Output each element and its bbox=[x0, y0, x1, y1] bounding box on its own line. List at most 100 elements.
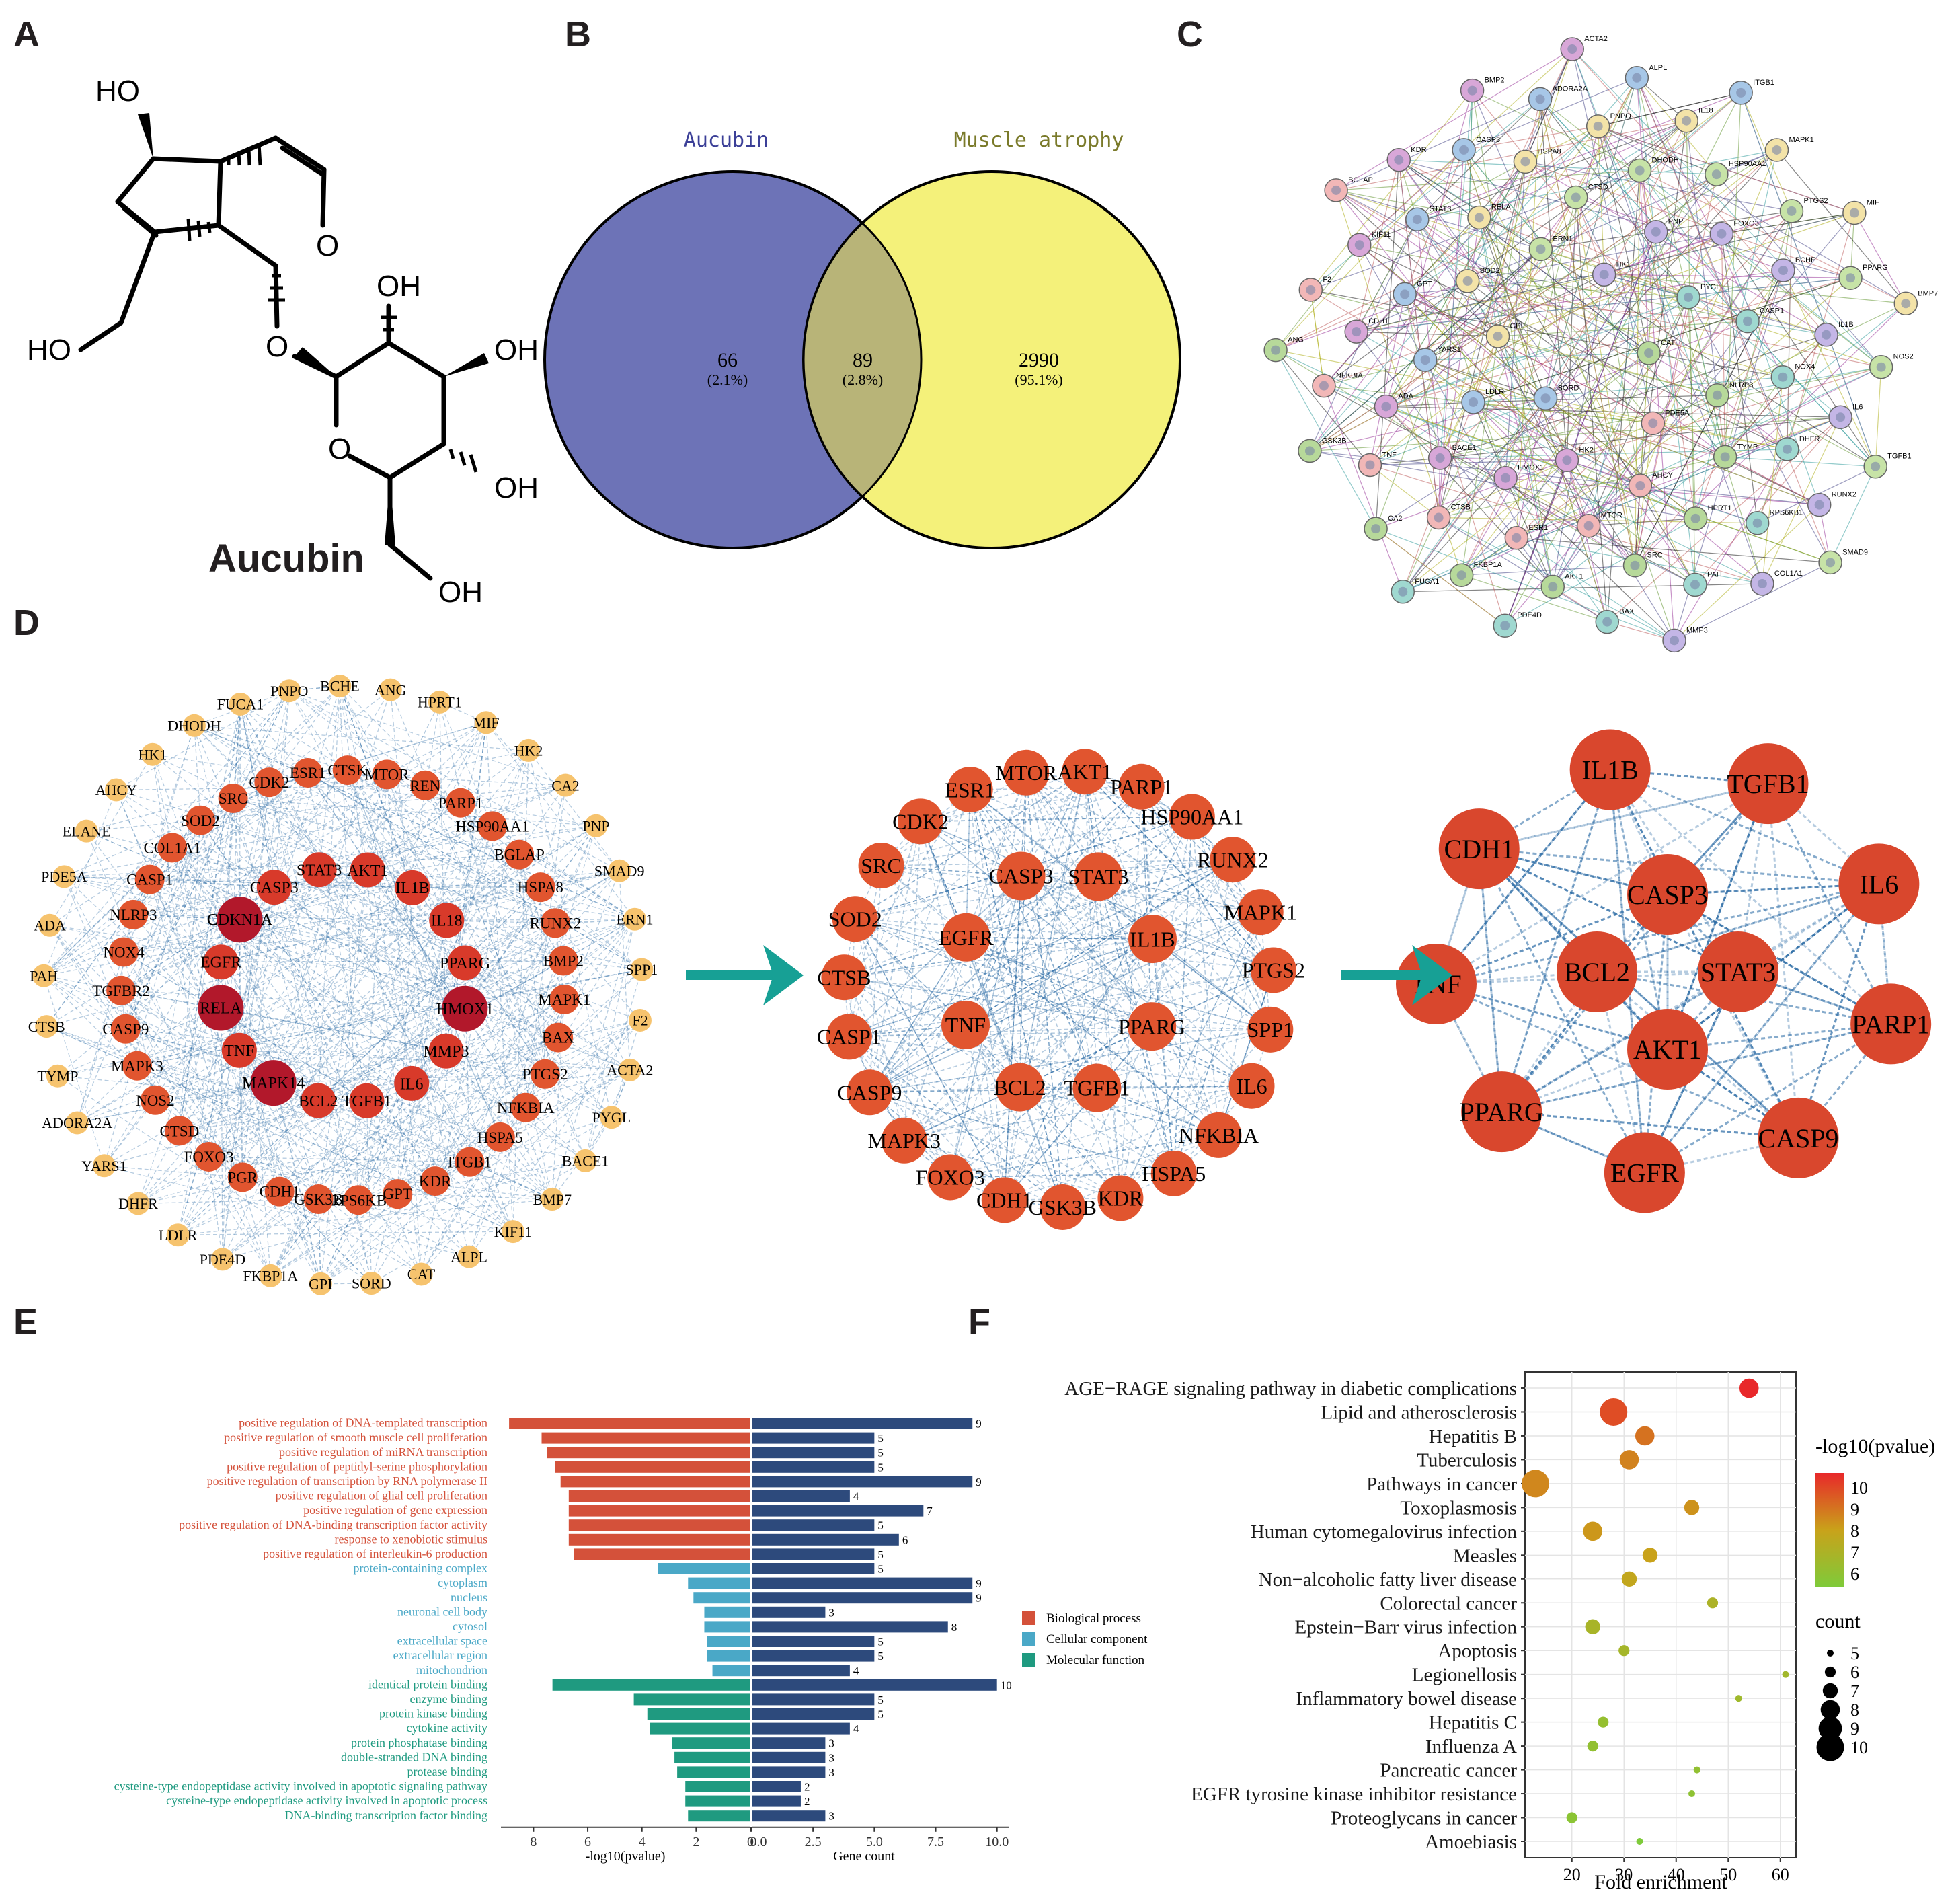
network-edge bbox=[446, 919, 546, 1075]
network-edge bbox=[965, 1024, 1122, 1198]
string-node-structure bbox=[1682, 116, 1692, 126]
network-edge bbox=[240, 703, 541, 888]
network-edge bbox=[869, 1092, 1005, 1201]
network-node bbox=[92, 1154, 116, 1178]
panel-label-a: A bbox=[13, 14, 40, 54]
network-edge bbox=[950, 1173, 1174, 1178]
network-node-label: MMP3 bbox=[423, 1043, 469, 1061]
string-edge bbox=[1776, 149, 1906, 304]
network-edge bbox=[950, 1135, 1219, 1178]
network-edge bbox=[222, 919, 635, 1260]
venn-overlap bbox=[802, 221, 923, 498]
string-node-structure bbox=[1871, 461, 1881, 471]
network-edge bbox=[1020, 875, 1220, 1136]
network-node bbox=[628, 1008, 652, 1032]
network-node-label: RUNX2 bbox=[530, 915, 582, 931]
string-edge bbox=[1674, 562, 1831, 641]
string-node-structure bbox=[1352, 327, 1362, 337]
network-edge bbox=[869, 786, 1142, 1093]
string-node-label: KIF11 bbox=[1372, 231, 1391, 239]
network-edge bbox=[320, 999, 565, 1285]
network-node bbox=[858, 843, 904, 889]
network-node bbox=[229, 692, 252, 716]
network-edge bbox=[133, 914, 555, 924]
network-node-label: HSPA5 bbox=[477, 1129, 523, 1146]
network-edge bbox=[132, 772, 309, 915]
network-edge bbox=[446, 825, 596, 921]
string-edge bbox=[1370, 402, 1474, 465]
venn-label-right: Muscle atrophy bbox=[954, 128, 1124, 152]
network-edge bbox=[1098, 876, 1261, 913]
go-term-label: cytoplasm bbox=[438, 1576, 487, 1589]
network-edge bbox=[149, 878, 274, 888]
go-bar-count bbox=[752, 1519, 875, 1531]
string-edge bbox=[1323, 385, 1403, 593]
string-edge bbox=[1875, 367, 1882, 467]
pathway-bubble bbox=[1684, 1500, 1700, 1515]
network-edge bbox=[1084, 771, 1122, 1198]
network-edge bbox=[1021, 875, 1271, 1030]
network-node-label: BCHE bbox=[320, 678, 360, 695]
network-edge bbox=[1025, 772, 1175, 1174]
network-edge bbox=[1020, 876, 1098, 1088]
network-edge bbox=[849, 859, 1233, 1038]
network-edge bbox=[904, 859, 1233, 1141]
network-edge bbox=[123, 952, 367, 1102]
network-edge bbox=[318, 685, 341, 870]
venn-pct-overlap: (2.8%) bbox=[843, 371, 883, 388]
network-node-label: EGFR bbox=[939, 925, 994, 950]
x-tick-label: 10.0 bbox=[985, 1835, 1009, 1850]
string-edge bbox=[1356, 331, 1498, 337]
network-edge bbox=[307, 772, 526, 1108]
panel-label-e: E bbox=[13, 1302, 38, 1342]
string-edge bbox=[1721, 233, 1726, 457]
string-edge bbox=[1505, 478, 1608, 623]
network-edge bbox=[1173, 911, 1261, 1174]
go-count-label: 9 bbox=[976, 1592, 982, 1605]
pathway-label: Influenza A bbox=[1425, 1736, 1517, 1757]
network-node bbox=[372, 759, 402, 790]
string-edge bbox=[1386, 406, 1831, 563]
network-edge bbox=[1436, 893, 1668, 985]
network-edge bbox=[358, 919, 635, 1201]
string-node-label: KDR bbox=[1411, 146, 1426, 154]
network-edge bbox=[116, 789, 465, 1010]
pathway-bubble bbox=[1566, 1812, 1577, 1823]
x-tick-label: 0.0 bbox=[750, 1835, 767, 1850]
x-tick-label: 6 bbox=[584, 1835, 591, 1850]
network-edge bbox=[869, 1092, 1121, 1199]
network-edge bbox=[849, 821, 921, 1037]
atom-label: OH bbox=[494, 334, 539, 367]
network-edge bbox=[233, 798, 635, 920]
network-edge bbox=[179, 782, 270, 1131]
network-node-label: PDE4D bbox=[200, 1251, 245, 1268]
network-node-label: IL18 bbox=[431, 913, 463, 930]
network-edge bbox=[366, 1100, 514, 1232]
network-edge bbox=[200, 772, 309, 821]
string-node-structure bbox=[1630, 560, 1640, 570]
string-edge bbox=[1588, 518, 1696, 527]
network-edge bbox=[843, 789, 971, 978]
string-node-label: BACE1 bbox=[1452, 444, 1477, 452]
network-edge bbox=[136, 919, 635, 1067]
string-node-structure bbox=[1690, 513, 1700, 523]
string-node-label: CTSB bbox=[1451, 504, 1471, 512]
x-axis-label-right: Gene count bbox=[833, 1849, 895, 1864]
network-edge bbox=[1667, 883, 1880, 1051]
string-edge bbox=[1497, 77, 1637, 337]
string-edges bbox=[1275, 48, 1906, 641]
network-node-label: ADA bbox=[34, 917, 66, 934]
string-edge bbox=[1404, 294, 1441, 459]
network-node bbox=[541, 1188, 564, 1211]
network-edge bbox=[138, 1137, 500, 1205]
network-edge bbox=[1666, 783, 1769, 1050]
network-node-label: F2 bbox=[632, 1012, 648, 1029]
string-node-structure bbox=[1644, 348, 1654, 358]
go-count-label: 5 bbox=[877, 1650, 884, 1663]
network-edge bbox=[1501, 783, 1769, 1113]
network-edge bbox=[949, 911, 1261, 1178]
network-edge bbox=[849, 1036, 1063, 1208]
string-edge bbox=[1516, 537, 1675, 641]
network-edge bbox=[1501, 970, 1739, 1113]
string-node-structure bbox=[1632, 73, 1642, 83]
